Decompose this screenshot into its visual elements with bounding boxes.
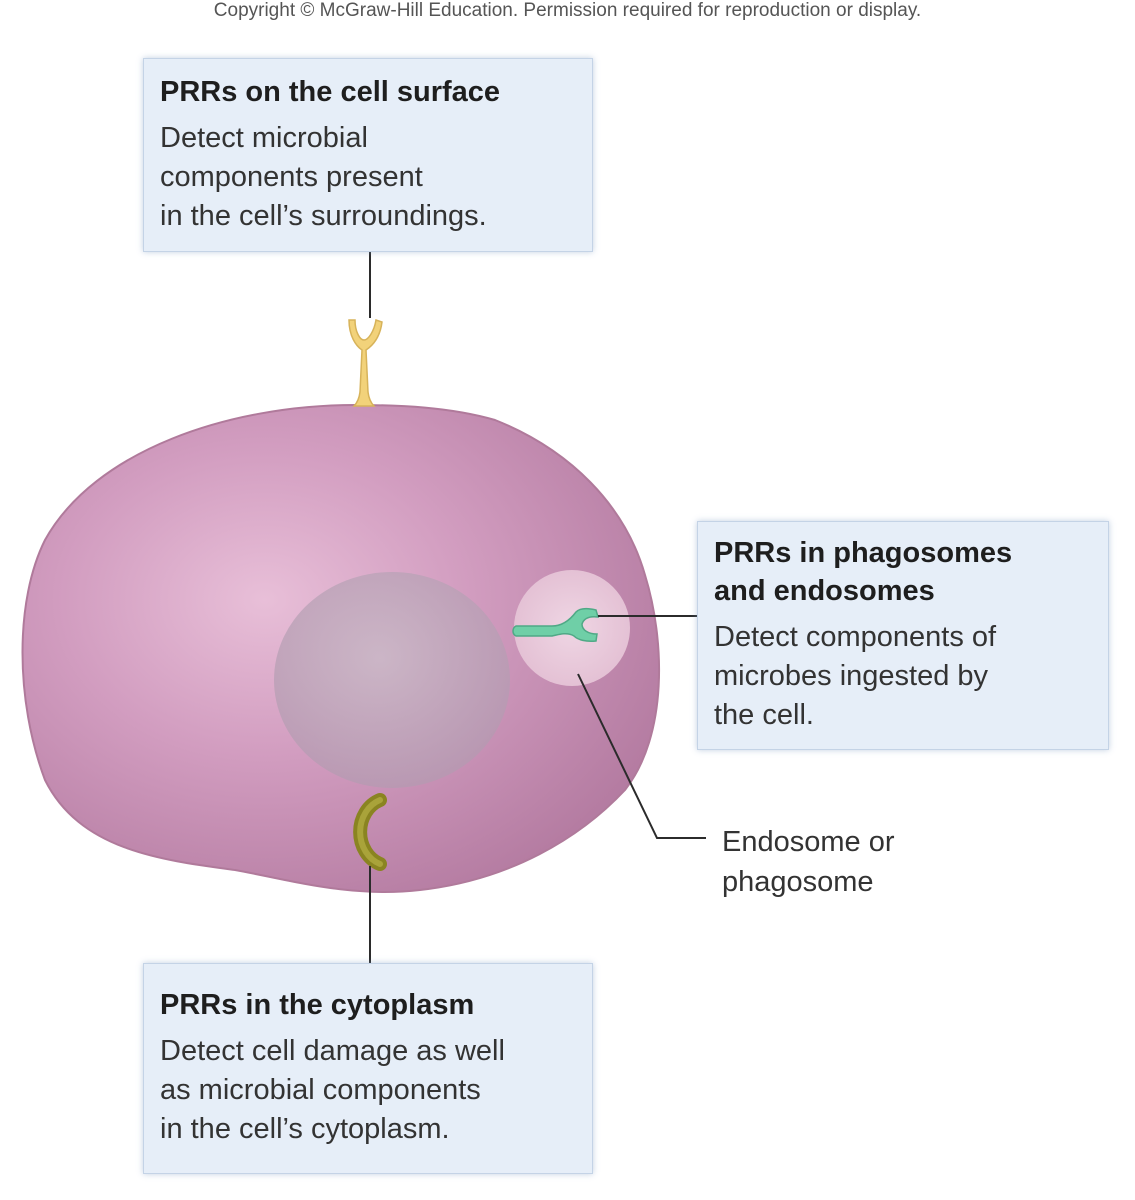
callout-body: Detect components of microbes ingested b…	[714, 621, 997, 731]
callout-body: Detect microbial components present in t…	[160, 122, 487, 232]
callout-title: PRRs in phagosomes and endosomes	[714, 537, 1013, 607]
callout-phagosomes-endosomes: PRRs in phagosomes and endosomes Detect …	[697, 521, 1109, 750]
callout-cytoplasm: PRRs in the cytoplasm Detect cell damage…	[143, 963, 593, 1174]
callout-cell-surface: PRRs on the cell surface Detect microbia…	[143, 58, 593, 252]
surface-receptor-icon	[348, 319, 383, 407]
leader-line-endosome	[577, 673, 706, 839]
copyright-notice: Copyright © McGraw-Hill Education. Permi…	[213, 0, 922, 21]
endosome-label: Endosome or phagosome	[722, 826, 895, 898]
callout-title: PRRs in the cytoplasm	[160, 989, 475, 1021]
callout-title: PRRs on the cell surface	[160, 76, 501, 108]
callout-body: Detect cell damage as well as microbial …	[160, 1035, 505, 1145]
endosomal-receptor-icon	[512, 607, 600, 642]
nucleus	[274, 572, 510, 788]
